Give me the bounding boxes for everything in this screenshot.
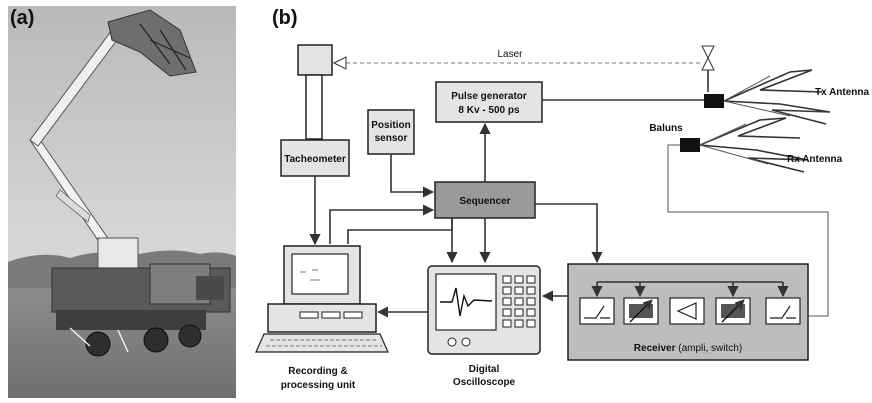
truck-wheel (85, 331, 111, 357)
tacheometer-head (297, 44, 333, 76)
truck-wheel (143, 327, 169, 353)
receiver-attenuator-1 (623, 297, 659, 325)
oscilloscope-waveform (440, 287, 493, 317)
sensor-to-sequencer-arrow (390, 154, 435, 198)
laser-label: Laser (497, 49, 523, 60)
pulse-generator-box (435, 81, 543, 123)
receiver-amplifier (669, 297, 705, 325)
tx-balun (704, 94, 724, 108)
diagram-panel-b: (b) Laser Tacheometer Position sensor Pu… (255, 7, 870, 391)
tacheometer-label: Tacheometer (284, 154, 346, 165)
position-sensor-label-2: sensor (375, 133, 408, 144)
panel-b-label: (b) (272, 7, 298, 29)
receiver-attenuator-2 (715, 297, 751, 325)
tx-antenna (723, 69, 831, 125)
rx-balun (680, 138, 700, 152)
computer-keyboard (255, 333, 389, 353)
laser-reflector (701, 45, 715, 71)
computer-screen (291, 253, 349, 295)
crane-turret (97, 237, 139, 273)
receiver-label: Receiver (ampli, switch) (634, 343, 742, 354)
oscilloscope-label-2: Oscilloscope (453, 377, 516, 388)
rx-antenna-label: Rx Antenna (787, 154, 843, 165)
receiver-switch-2 (765, 297, 801, 325)
position-sensor-box (367, 109, 415, 155)
antenna-basket (107, 9, 197, 77)
rx-to-receiver-line (667, 144, 829, 317)
laser-emitter (332, 56, 347, 70)
tx-antenna-label: Tx Antenna (815, 87, 870, 98)
sequencer-label: Sequencer (459, 196, 510, 207)
recorder-to-sequencer-arrow (329, 204, 435, 244)
pulse-generator-label-2: 8 Kv - 500 ps (458, 105, 520, 116)
computer (255, 245, 389, 353)
tacheometer-box (280, 139, 350, 177)
photo-panel-a: (a) (8, 6, 236, 398)
tacheometer-mast (305, 74, 323, 140)
receiver-switch-1 (579, 297, 615, 325)
pulse-generator-label-1: Pulse generator (451, 91, 527, 102)
recording-label-2: processing unit (281, 380, 356, 391)
truck-chassis (56, 310, 206, 330)
rx-antenna (699, 117, 809, 173)
position-sensor-label-1: Position (371, 120, 410, 131)
crane-cylinder (55, 189, 91, 223)
sequencer-to-receiver-arrow (535, 203, 603, 264)
digital-oscilloscope (427, 265, 541, 355)
panel-a-label: (a) (10, 7, 34, 29)
baluns-label: Baluns (649, 123, 683, 134)
recording-label-1: Recording & (288, 366, 347, 377)
oscilloscope-label-1: Digital (469, 364, 500, 375)
truck-wheel (178, 324, 202, 348)
